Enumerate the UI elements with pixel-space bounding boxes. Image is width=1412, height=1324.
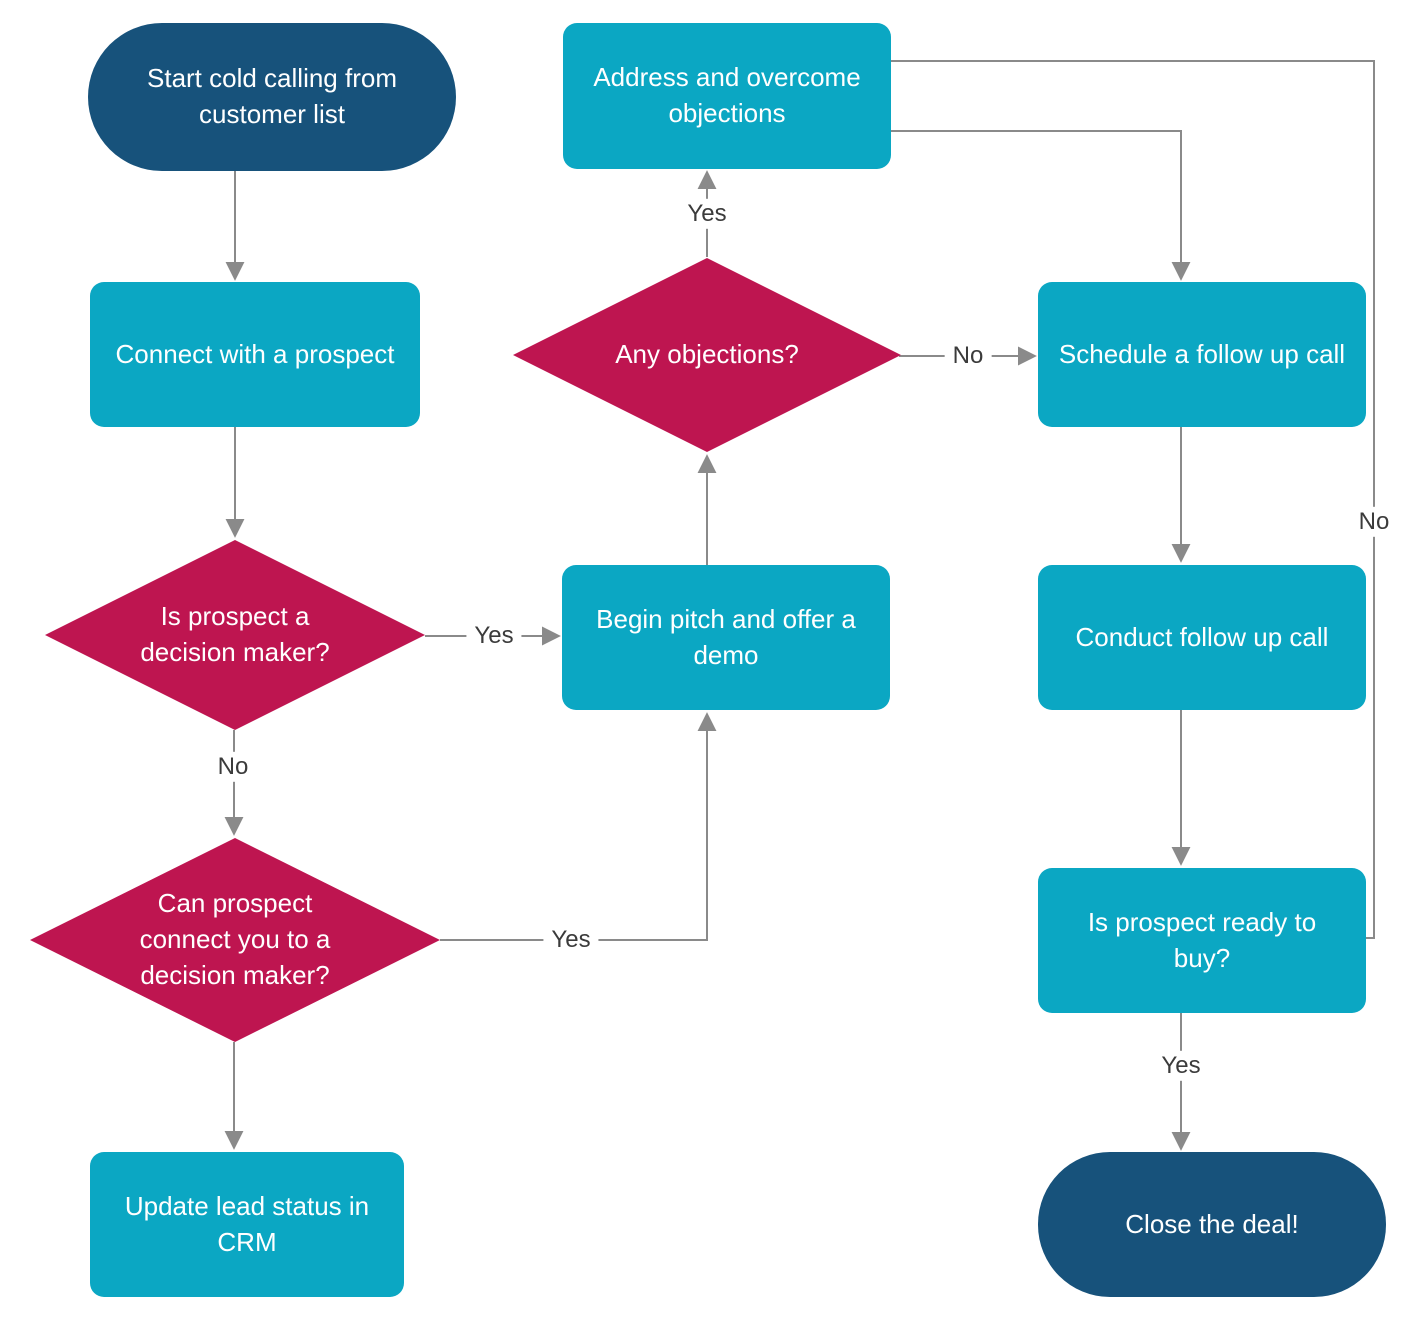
node-any-objections-label: Any objections? bbox=[615, 339, 799, 370]
edge-label-any-objections-yes: Yes bbox=[679, 198, 735, 230]
node-schedule-follow-up-label: Schedule a follow up call bbox=[1058, 338, 1346, 369]
node-begin-pitch: Begin pitch and offer a demo bbox=[562, 565, 890, 710]
edge-ready-no-to-address bbox=[853, 51, 1375, 939]
node-close-deal-label: Close the deal! bbox=[1125, 1208, 1299, 1239]
node-begin-pitch-label: Begin pitch and offer a demo bbox=[596, 603, 856, 670]
edge-label-ready-yes: Yes bbox=[1153, 1050, 1209, 1082]
node-start: Start cold calling from customer list bbox=[88, 23, 456, 171]
node-ready-to-buy-label: Is prospect ready to buy? bbox=[1087, 906, 1317, 973]
edge-label-can-connect-yes: Yes bbox=[543, 924, 599, 956]
edge-label-any-objections-no: No bbox=[944, 340, 992, 372]
node-conduct-follow-up: Conduct follow up call bbox=[1038, 565, 1366, 710]
edge-label-ready-no: No bbox=[1350, 506, 1398, 538]
edge-can-connect-yes-to-pitch bbox=[440, 712, 717, 941]
node-can-connect-decision-maker-label: Can prospect connect you to a decision m… bbox=[139, 888, 331, 990]
node-is-decision-maker-label: Is prospect a decision maker? bbox=[140, 601, 330, 667]
node-schedule-follow-up: Schedule a follow up call bbox=[1038, 282, 1366, 427]
edge-label-decision-maker-yes: Yes bbox=[466, 620, 522, 652]
node-update-crm: Update lead status in CRM bbox=[90, 1152, 404, 1297]
node-connect-prospect: Connect with a prospect bbox=[90, 282, 420, 427]
node-update-crm-label: Update lead status in CRM bbox=[124, 1190, 370, 1257]
node-address-objections: Address and overcome objections bbox=[563, 23, 891, 169]
edge-label-decision-maker-no: No bbox=[209, 751, 257, 783]
node-address-objections-label: Address and overcome objections bbox=[593, 62, 861, 128]
node-ready-to-buy: Is prospect ready to buy? bbox=[1038, 868, 1366, 1013]
node-connect-prospect-label: Connect with a prospect bbox=[115, 338, 395, 369]
node-conduct-follow-up-label: Conduct follow up call bbox=[1075, 621, 1329, 652]
node-close-deal: Close the deal! bbox=[1038, 1152, 1386, 1297]
node-start-label: Start cold calling from customer list bbox=[147, 63, 397, 129]
edge-address-to-schedule bbox=[851, 130, 1191, 281]
